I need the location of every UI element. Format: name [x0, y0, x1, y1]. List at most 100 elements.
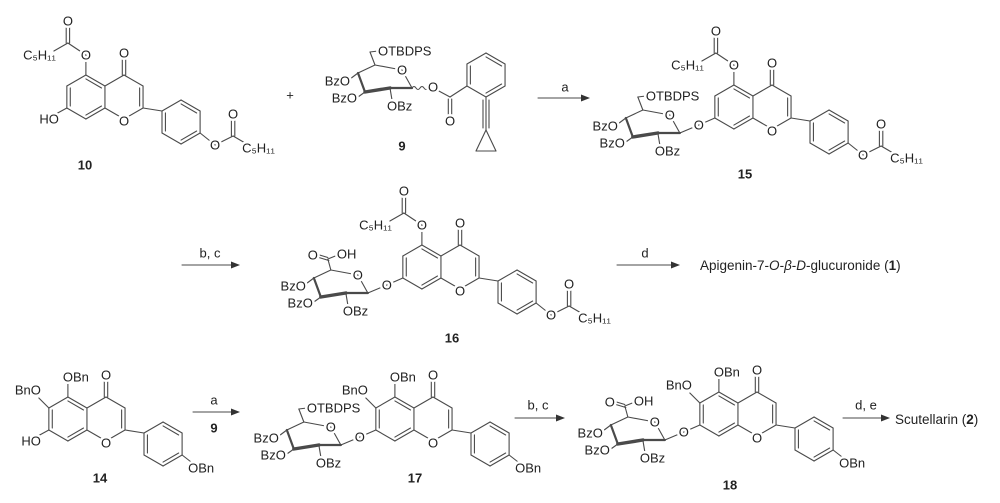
product-name-part: - [780, 258, 785, 273]
benzoyloxy-label: BzO [261, 448, 286, 463]
bond [485, 52, 506, 65]
compound-label-14: 14 [93, 471, 108, 486]
bond [317, 253, 329, 259]
tbdps-ether-label: OTBDPS [646, 89, 700, 104]
bond [298, 408, 305, 423]
bond [162, 452, 180, 463]
reaction-arrow-a9-head [231, 408, 240, 416]
reagent-compound-label: 9 [210, 421, 217, 436]
benzoyloxy-label: BzO [254, 431, 279, 446]
benzyloxy-label: BnO [666, 378, 692, 393]
bond [48, 396, 69, 409]
reagent-label: b, c [528, 398, 549, 413]
reagent-label: d, e [855, 398, 877, 413]
bond [278, 429, 288, 437]
benzyloxy-label: BnO [342, 383, 368, 398]
bond [489, 452, 507, 463]
bond [357, 274, 369, 294]
bond [624, 401, 636, 407]
bond [617, 117, 627, 125]
bond [683, 424, 701, 433]
bond [485, 129, 497, 152]
benzyloxy-label: BnO [15, 383, 41, 398]
bond [143, 454, 164, 467]
benzoyloxy-label: BzO [281, 279, 306, 294]
bond [756, 391, 777, 404]
bond [394, 396, 415, 409]
bond [813, 416, 834, 429]
bond [66, 107, 87, 120]
bond [440, 244, 461, 257]
bond [701, 52, 717, 62]
product-name-part: ) [896, 258, 901, 273]
bond [349, 72, 359, 80]
bond [451, 429, 472, 434]
bond [847, 142, 864, 156]
ring-oxygen-label: O [428, 436, 438, 451]
bond [516, 273, 534, 284]
bond [313, 269, 332, 279]
reaction-arrow-de-head [881, 414, 890, 422]
bond [664, 431, 685, 441]
glycosidic-oxygen-label: O [382, 278, 392, 293]
bond [421, 277, 442, 290]
bond [440, 277, 461, 290]
bond [55, 107, 68, 115]
bond [828, 109, 849, 122]
bond [616, 438, 645, 446]
bond [637, 95, 647, 98]
bond [330, 269, 359, 276]
bond [794, 449, 815, 462]
benzoyloxy-label: BzO [332, 91, 357, 106]
bond [161, 132, 182, 145]
bond [286, 448, 295, 455]
bond [828, 113, 846, 124]
bond [642, 109, 671, 116]
bond [357, 91, 366, 98]
ester-oxygen-label: O [81, 48, 91, 63]
bond [625, 109, 644, 119]
hydroxyl-label: HO [39, 112, 59, 127]
bond [85, 74, 106, 87]
bond [421, 275, 439, 286]
bond [602, 424, 612, 432]
bond [609, 423, 619, 446]
bond [369, 50, 379, 53]
bond [66, 74, 87, 87]
product-name-part: Scutellarin ( [895, 412, 967, 427]
bond [489, 421, 510, 434]
ring-oxygen-label: O [650, 415, 660, 430]
bond [305, 277, 315, 285]
reagent-label: a [210, 393, 218, 408]
bond [389, 87, 393, 101]
compound-label-9: 9 [398, 139, 405, 154]
reaction-arrow-bc-2-head [556, 414, 565, 422]
ester-oxygen-label: O [546, 308, 556, 323]
bond [657, 132, 661, 146]
bond [752, 84, 773, 97]
bond [162, 454, 183, 467]
bond [733, 88, 751, 99]
bond [86, 396, 107, 409]
bond [475, 129, 487, 152]
ring-oxygen-label: O [353, 268, 363, 283]
bond [459, 277, 480, 290]
ester-oxygen-label: O [210, 138, 220, 153]
bond [292, 443, 321, 451]
ring-oxygen-label: O [767, 124, 777, 139]
bond [699, 391, 720, 404]
bond [752, 117, 773, 130]
reagent-label: d [641, 246, 648, 261]
bond [162, 425, 180, 436]
bond [298, 407, 308, 410]
ester-carbonyl-label: O [876, 117, 886, 132]
bond [318, 256, 330, 262]
carboxyl-oxygen-label: O [605, 395, 615, 410]
bond [813, 420, 831, 431]
bond [375, 396, 396, 409]
bond [403, 212, 423, 226]
pentyl-chain-label: C₅H₁₁ [242, 141, 275, 156]
carbonyl-oxygen-label: O [752, 363, 762, 378]
bond [199, 132, 216, 146]
bond [318, 444, 322, 458]
